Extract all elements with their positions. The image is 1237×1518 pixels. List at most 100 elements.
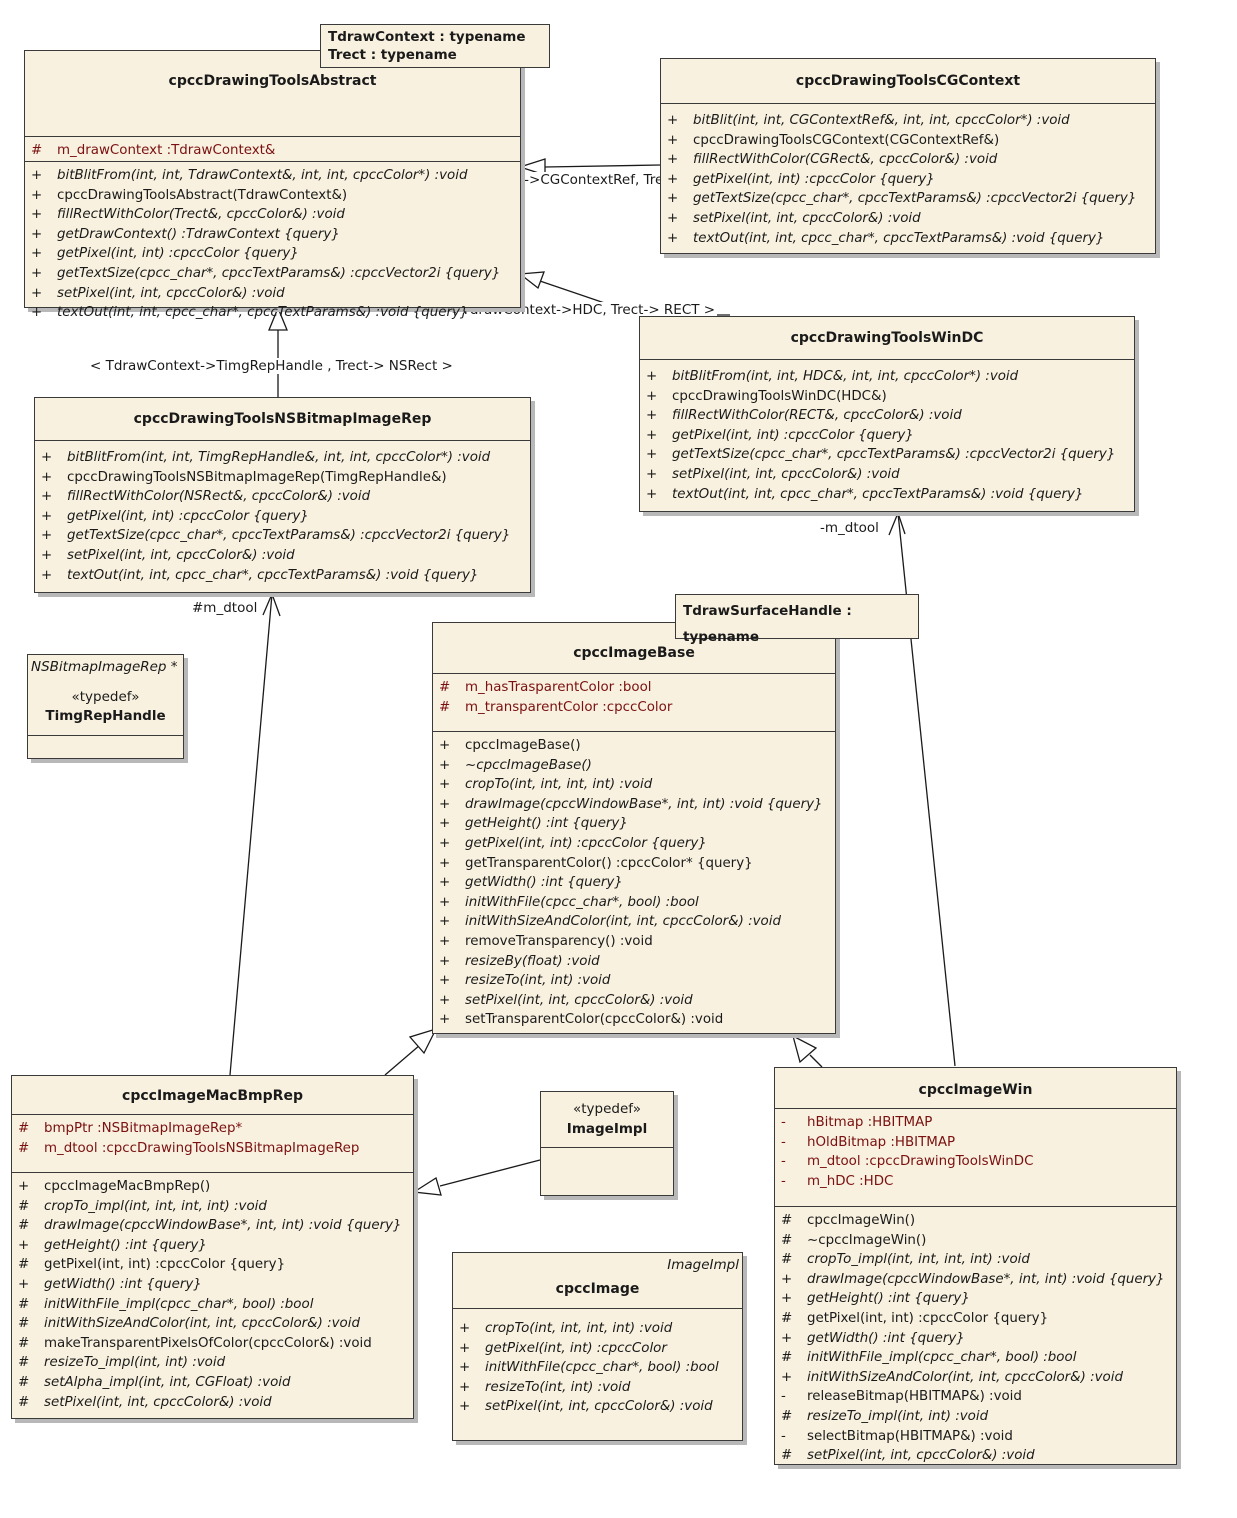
operation-text: getPixel(int, int) :cpccColor {query} bbox=[807, 1310, 1049, 1326]
visibility-marker: + bbox=[31, 265, 43, 281]
visibility-marker: + bbox=[439, 1012, 451, 1028]
operation-row: +setPixel(int, int, cpccColor&) :void bbox=[453, 1397, 742, 1417]
attribute-text: bmpPtr :NSBitmapImageRep* bbox=[44, 1121, 243, 1136]
operation-text: fillRectWithColor(CGRect&, cpccColor&) :… bbox=[693, 152, 998, 168]
operation-text: setTransparentColor(cpccColor&) :void bbox=[465, 1012, 724, 1028]
visibility-marker: # bbox=[781, 1408, 793, 1424]
win-dtool-arrowhead bbox=[888, 511, 906, 536]
visibility-marker: # bbox=[18, 1121, 30, 1136]
visibility-marker: + bbox=[667, 132, 679, 148]
typedef-timgrephandle[interactable]: NSBitmapImageRep * «typedef» TimgRepHand… bbox=[27, 654, 184, 759]
operation-text: cropTo_impl(int, int, int, int) :void bbox=[44, 1198, 267, 1214]
class-image-mac-bmp-rep[interactable]: cpccImageMacBmpRep #bmpPtr :NSBitmapImag… bbox=[11, 1075, 414, 1419]
operation-text: textOut(int, int, cpcc_char*, cpccTextPa… bbox=[693, 230, 1105, 246]
attribute-text: m_hDC :HDC bbox=[807, 1173, 894, 1189]
operation-text: cpccDrawingToolsAbstract(TdrawContext&) bbox=[57, 187, 348, 203]
operation-text: getWidth() :int {query} bbox=[44, 1276, 202, 1292]
attributes-section: -hBitmap :HBITMAP-hOldBitmap :HBITMAP-m_… bbox=[775, 1109, 1176, 1207]
visibility-marker: + bbox=[459, 1321, 471, 1336]
operation-text: getHeight() :int {query} bbox=[807, 1291, 970, 1307]
visibility-marker: + bbox=[439, 914, 451, 930]
class-image-win[interactable]: cpccImageWin -hBitmap :HBITMAP-hOldBitma… bbox=[774, 1067, 1177, 1465]
operation-row: +cpccImageMacBmpRep() bbox=[12, 1177, 413, 1197]
class-image[interactable]: ImageImpl cpccImage +cropTo(int, int, in… bbox=[452, 1252, 743, 1441]
visibility-marker: - bbox=[781, 1154, 786, 1170]
operation-row: +setPixel(int, int, cpccColor&) :void bbox=[25, 284, 520, 304]
visibility-marker: # bbox=[439, 680, 451, 695]
operation-row: + bitBlitFrom(int, int, TimgRepHandle&, i… bbox=[35, 448, 530, 468]
class-image-base[interactable]: cpccImageBase #m_hasTrasparentColor :boo… bbox=[432, 622, 836, 1034]
operation-text: setPixel(int, int, cpccColor&) :void bbox=[672, 466, 900, 482]
operation-text: ~cpccImageBase() bbox=[465, 757, 592, 773]
operation-text: resizeTo(int, int) :void bbox=[485, 1379, 631, 1395]
visibility-marker: + bbox=[781, 1271, 793, 1287]
visibility-marker: # bbox=[781, 1252, 793, 1268]
operation-text: resizeTo(int, int) :void bbox=[465, 973, 611, 989]
visibility-marker: + bbox=[439, 875, 451, 891]
operation-row: +getTextSize(cpcc_char*, cpccTextParams&… bbox=[35, 526, 530, 546]
corner-label: NSBitmapImageRep * bbox=[31, 659, 178, 675]
operation-text: textOut(int, int, cpcc_char*, cpccTextPa… bbox=[57, 305, 469, 321]
operation-row: +drawImage(cpccWindowBase*, int, int) :v… bbox=[775, 1270, 1176, 1290]
visibility-marker: + bbox=[439, 933, 451, 949]
operation-text: fillRectWithColor(RECT&, cpccColor&) :vo… bbox=[672, 408, 962, 424]
visibility-marker: + bbox=[439, 796, 451, 812]
class-drawing-tools-abstract[interactable]: cpccDrawingToolsAbstract #m_drawContext … bbox=[24, 50, 521, 320]
operation-text: bitBlitFrom(int, int, TimgRepHandle&, in… bbox=[67, 450, 491, 465]
operation-row: -releaseBitmap(HBITMAP&) :void bbox=[775, 1387, 1176, 1407]
visibility-marker: + bbox=[646, 427, 658, 443]
operation-text: getPixel(int, int) :cpccColor {query} bbox=[465, 835, 707, 851]
attribute-text: m_dtool :cpccDrawingToolsNSBitmapImageRe… bbox=[44, 1140, 360, 1156]
operation-text: setPixel(int, int, cpccColor&) :void bbox=[57, 285, 285, 301]
visibility-marker: # bbox=[18, 1316, 30, 1332]
operation-row: +getTextSize(cpcc_char*, cpccTextParams&… bbox=[661, 189, 1155, 209]
operation-text: bitBlit(int, int, CGContextRef&, int, in… bbox=[693, 113, 1070, 128]
attribute-text: hBitmap :HBITMAP bbox=[807, 1115, 933, 1130]
class-drawing-tools-windc[interactable]: cpccDrawingToolsWinDC +bitBlitFrom(int, … bbox=[639, 316, 1135, 512]
class-name: cpccImageWin bbox=[918, 1082, 1033, 1098]
visibility-marker: + bbox=[18, 1179, 30, 1194]
template-param: TdrawContext : typename bbox=[328, 29, 526, 45]
operation-row: + getTextSize(cpcc_char*, cpccTextParams&… bbox=[25, 264, 520, 284]
operation-row: +getHeight() :int {query} bbox=[775, 1289, 1176, 1309]
visibility-marker: # bbox=[31, 143, 43, 158]
attribute-row: #m_transparentColor :cpccColor bbox=[433, 698, 835, 718]
visibility-marker: + bbox=[459, 1360, 471, 1376]
visibility-marker: # bbox=[18, 1394, 30, 1410]
operation-text: setPixel(int, int, cpccColor&) :void bbox=[44, 1394, 272, 1410]
class-drawing-tools-cgcontext[interactable]: cpccDrawingToolsCGContext +bitBlit(int, … bbox=[660, 58, 1156, 254]
operation-text: initWithSizeAndColor(int, int, cpccColor… bbox=[465, 914, 781, 930]
class-name: cpccDrawingToolsCGContext bbox=[795, 73, 1021, 89]
class-drawing-tools-nsbitmap[interactable]: cpccDrawingToolsNSBitmapImageRep +bitBli… bbox=[34, 397, 531, 593]
operation-text: getPixel(int, int) :cpccColor {query} bbox=[67, 508, 309, 524]
visibility-marker: # bbox=[18, 1355, 30, 1371]
nsbitmap-realization-arrowhead bbox=[268, 306, 288, 331]
operation-row: +getPixel(int, int) :cpccColor {query} bbox=[433, 834, 835, 854]
typedef-imageimpl[interactable]: «typedef» ImageImpl bbox=[540, 1091, 674, 1196]
visibility-marker: + bbox=[667, 210, 679, 226]
operation-text: ~cpccImageWin() bbox=[807, 1232, 927, 1248]
operations-section: +cpccImageBase()+~cpccImageBase()+cropTo… bbox=[433, 732, 835, 1030]
visibility-marker: + bbox=[41, 547, 53, 563]
operation-row: +getPixel(int, int) :cpccColor bbox=[453, 1339, 742, 1359]
operation-text: initWithSizeAndColor(int, int, cpccColor… bbox=[807, 1369, 1123, 1385]
visibility-marker: + bbox=[41, 450, 53, 465]
visibility-marker: + bbox=[646, 388, 658, 404]
operation-row: +bitBlit(int, int, CGContextRef&, int, i… bbox=[661, 111, 1155, 131]
visibility-marker: # bbox=[781, 1448, 793, 1464]
visibility-marker: # bbox=[781, 1213, 793, 1228]
operation-row: +~cpccImageBase() bbox=[433, 756, 835, 776]
cgcontext-realization-arrowhead bbox=[517, 158, 546, 176]
visibility-marker: + bbox=[439, 973, 451, 989]
operation-text: getTextSize(cpcc_char*, cpccTextParams&)… bbox=[57, 265, 501, 281]
attribute-row: -m_dtool :cpccDrawingToolsWinDC bbox=[775, 1152, 1176, 1172]
operation-text: getDrawContext() :TdrawContext {query} bbox=[57, 226, 340, 242]
mac-dtool-arrowhead bbox=[262, 592, 281, 617]
attribute-row: # bmpPtr :NSBitmapImageRep* bbox=[12, 1119, 413, 1139]
operation-row: +fillRectWithColor(Trect&, cpccColor&) :… bbox=[25, 205, 520, 225]
operation-text: selectBitmap(HBITMAP&) :void bbox=[807, 1428, 1013, 1444]
operation-row: +getHeight() :int {query} bbox=[12, 1236, 413, 1256]
attributes-section: #m_hasTrasparentColor :bool#m_transparen… bbox=[433, 674, 835, 732]
operation-row: +getTextSize(cpcc_char*, cpccTextParams&… bbox=[640, 445, 1134, 465]
operation-text: getTextSize(cpcc_char*, cpccTextParams&)… bbox=[672, 447, 1116, 463]
